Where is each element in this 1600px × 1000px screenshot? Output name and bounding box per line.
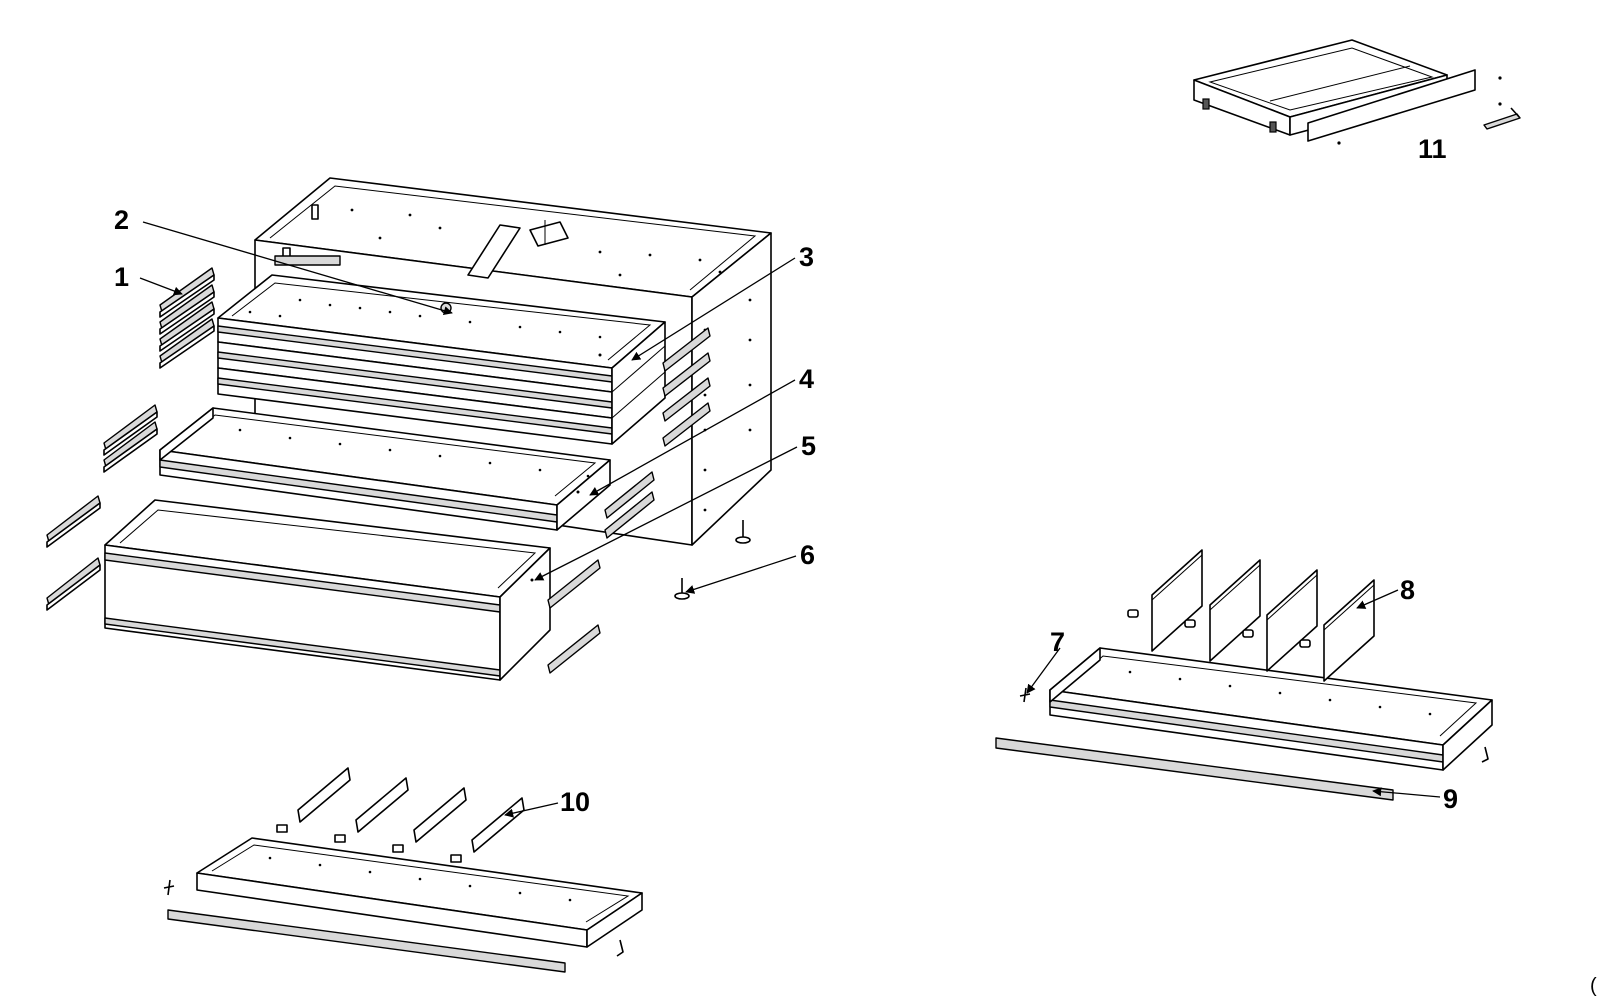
- callout-9: 9: [1443, 784, 1458, 814]
- leader-lines: [139, 221, 1441, 818]
- lower-right-tray: [995, 549, 1493, 801]
- left-drawer-slides: [46, 267, 215, 611]
- callout-7: 7: [1050, 627, 1065, 657]
- middle-drawer: [159, 407, 611, 531]
- callout-6: 6: [800, 540, 815, 570]
- callout-8: 8: [1400, 575, 1415, 605]
- callout-labels: 1 2 3 4 5 6 7 8 9 10 11: [114, 134, 1458, 817]
- base-frame-assembly: [1193, 39, 1521, 145]
- callout-2: 2: [114, 205, 129, 235]
- lower-left-tray: [163, 767, 643, 973]
- top-drawer-stack: [217, 274, 666, 445]
- callout-10: 10: [560, 787, 590, 817]
- callout-3: 3: [799, 242, 814, 272]
- callout-4: 4: [799, 364, 814, 394]
- corner-mark: (: [1590, 975, 1597, 997]
- leveling-feet: [674, 520, 751, 600]
- bottom-drawer: [104, 353, 602, 681]
- callout-1: 1: [114, 262, 129, 292]
- callout-5: 5: [801, 431, 816, 461]
- right-drawer-slides: [547, 327, 711, 674]
- callout-11: 11: [1418, 134, 1447, 164]
